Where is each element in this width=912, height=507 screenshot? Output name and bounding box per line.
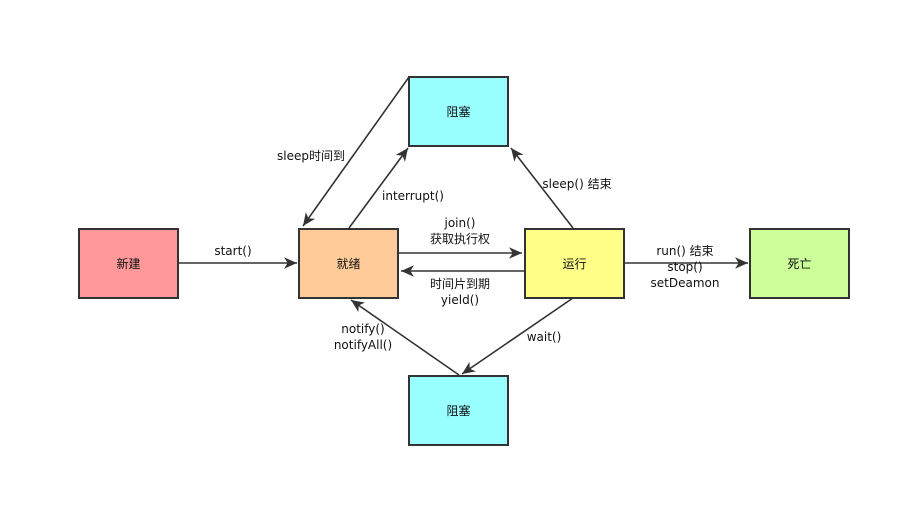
label-yield-line-2: yield() xyxy=(440,293,480,307)
label-join-line-1: join() xyxy=(444,216,476,230)
state-blocked-bottom-label: 阻塞 xyxy=(446,404,471,418)
label-sleep-timeout: sleep时间到 xyxy=(268,148,354,164)
label-wait-line-1: wait() xyxy=(526,330,562,344)
label-notify-line-2: notifyAll() xyxy=(333,338,393,352)
label-start: start() xyxy=(205,243,261,259)
label-sleep-timeout-line-1: sleep时间到 xyxy=(277,149,345,163)
state-blocked-top-label: 阻塞 xyxy=(446,105,471,119)
label-start-line-1: start() xyxy=(214,244,252,258)
label-wait: wait() xyxy=(518,329,570,345)
state-new-label: 新建 xyxy=(116,257,141,271)
label-join: join() 获取执行权 xyxy=(418,215,502,247)
label-sleep-end: sleep() 结束 xyxy=(536,176,618,192)
state-blocked-bottom: 阻塞 xyxy=(408,375,509,446)
edge-ready-to-blocked-top xyxy=(348,147,409,229)
label-yield: 时间片到期 yield() xyxy=(418,276,502,308)
state-running-label: 运行 xyxy=(562,257,587,271)
state-blocked-top: 阻塞 xyxy=(408,76,509,147)
label-interrupt-line-1: interrupt() xyxy=(382,189,444,203)
state-new: 新建 xyxy=(78,228,179,299)
edge-running-to-blocked-bottom xyxy=(461,297,574,375)
label-sleep-end-line-1: sleep() 结束 xyxy=(542,177,612,191)
label-run-end: run() 结束 stop() setDeamon xyxy=(640,243,730,291)
label-notify-line-1: notify() xyxy=(341,322,385,336)
label-run-end-line-3: setDeamon xyxy=(650,276,720,290)
state-dead: 死亡 xyxy=(749,228,850,299)
label-notify: notify() notifyAll() xyxy=(322,321,404,353)
state-dead-label: 死亡 xyxy=(787,257,812,271)
state-ready-label: 就绪 xyxy=(336,257,361,271)
state-ready: 就绪 xyxy=(298,228,399,299)
label-interrupt: interrupt() xyxy=(376,188,450,204)
state-running: 运行 xyxy=(524,228,625,299)
edge-blocked-top-to-ready xyxy=(302,76,410,227)
label-yield-line-1: 时间片到期 xyxy=(429,277,490,291)
label-run-end-line-2: stop() xyxy=(667,260,703,274)
edge-blocked-bottom-to-ready xyxy=(350,299,460,376)
label-join-line-2: 获取执行权 xyxy=(429,232,490,246)
label-run-end-line-1: run() 结束 xyxy=(656,244,714,258)
edge-running-to-blocked-top xyxy=(510,147,574,229)
